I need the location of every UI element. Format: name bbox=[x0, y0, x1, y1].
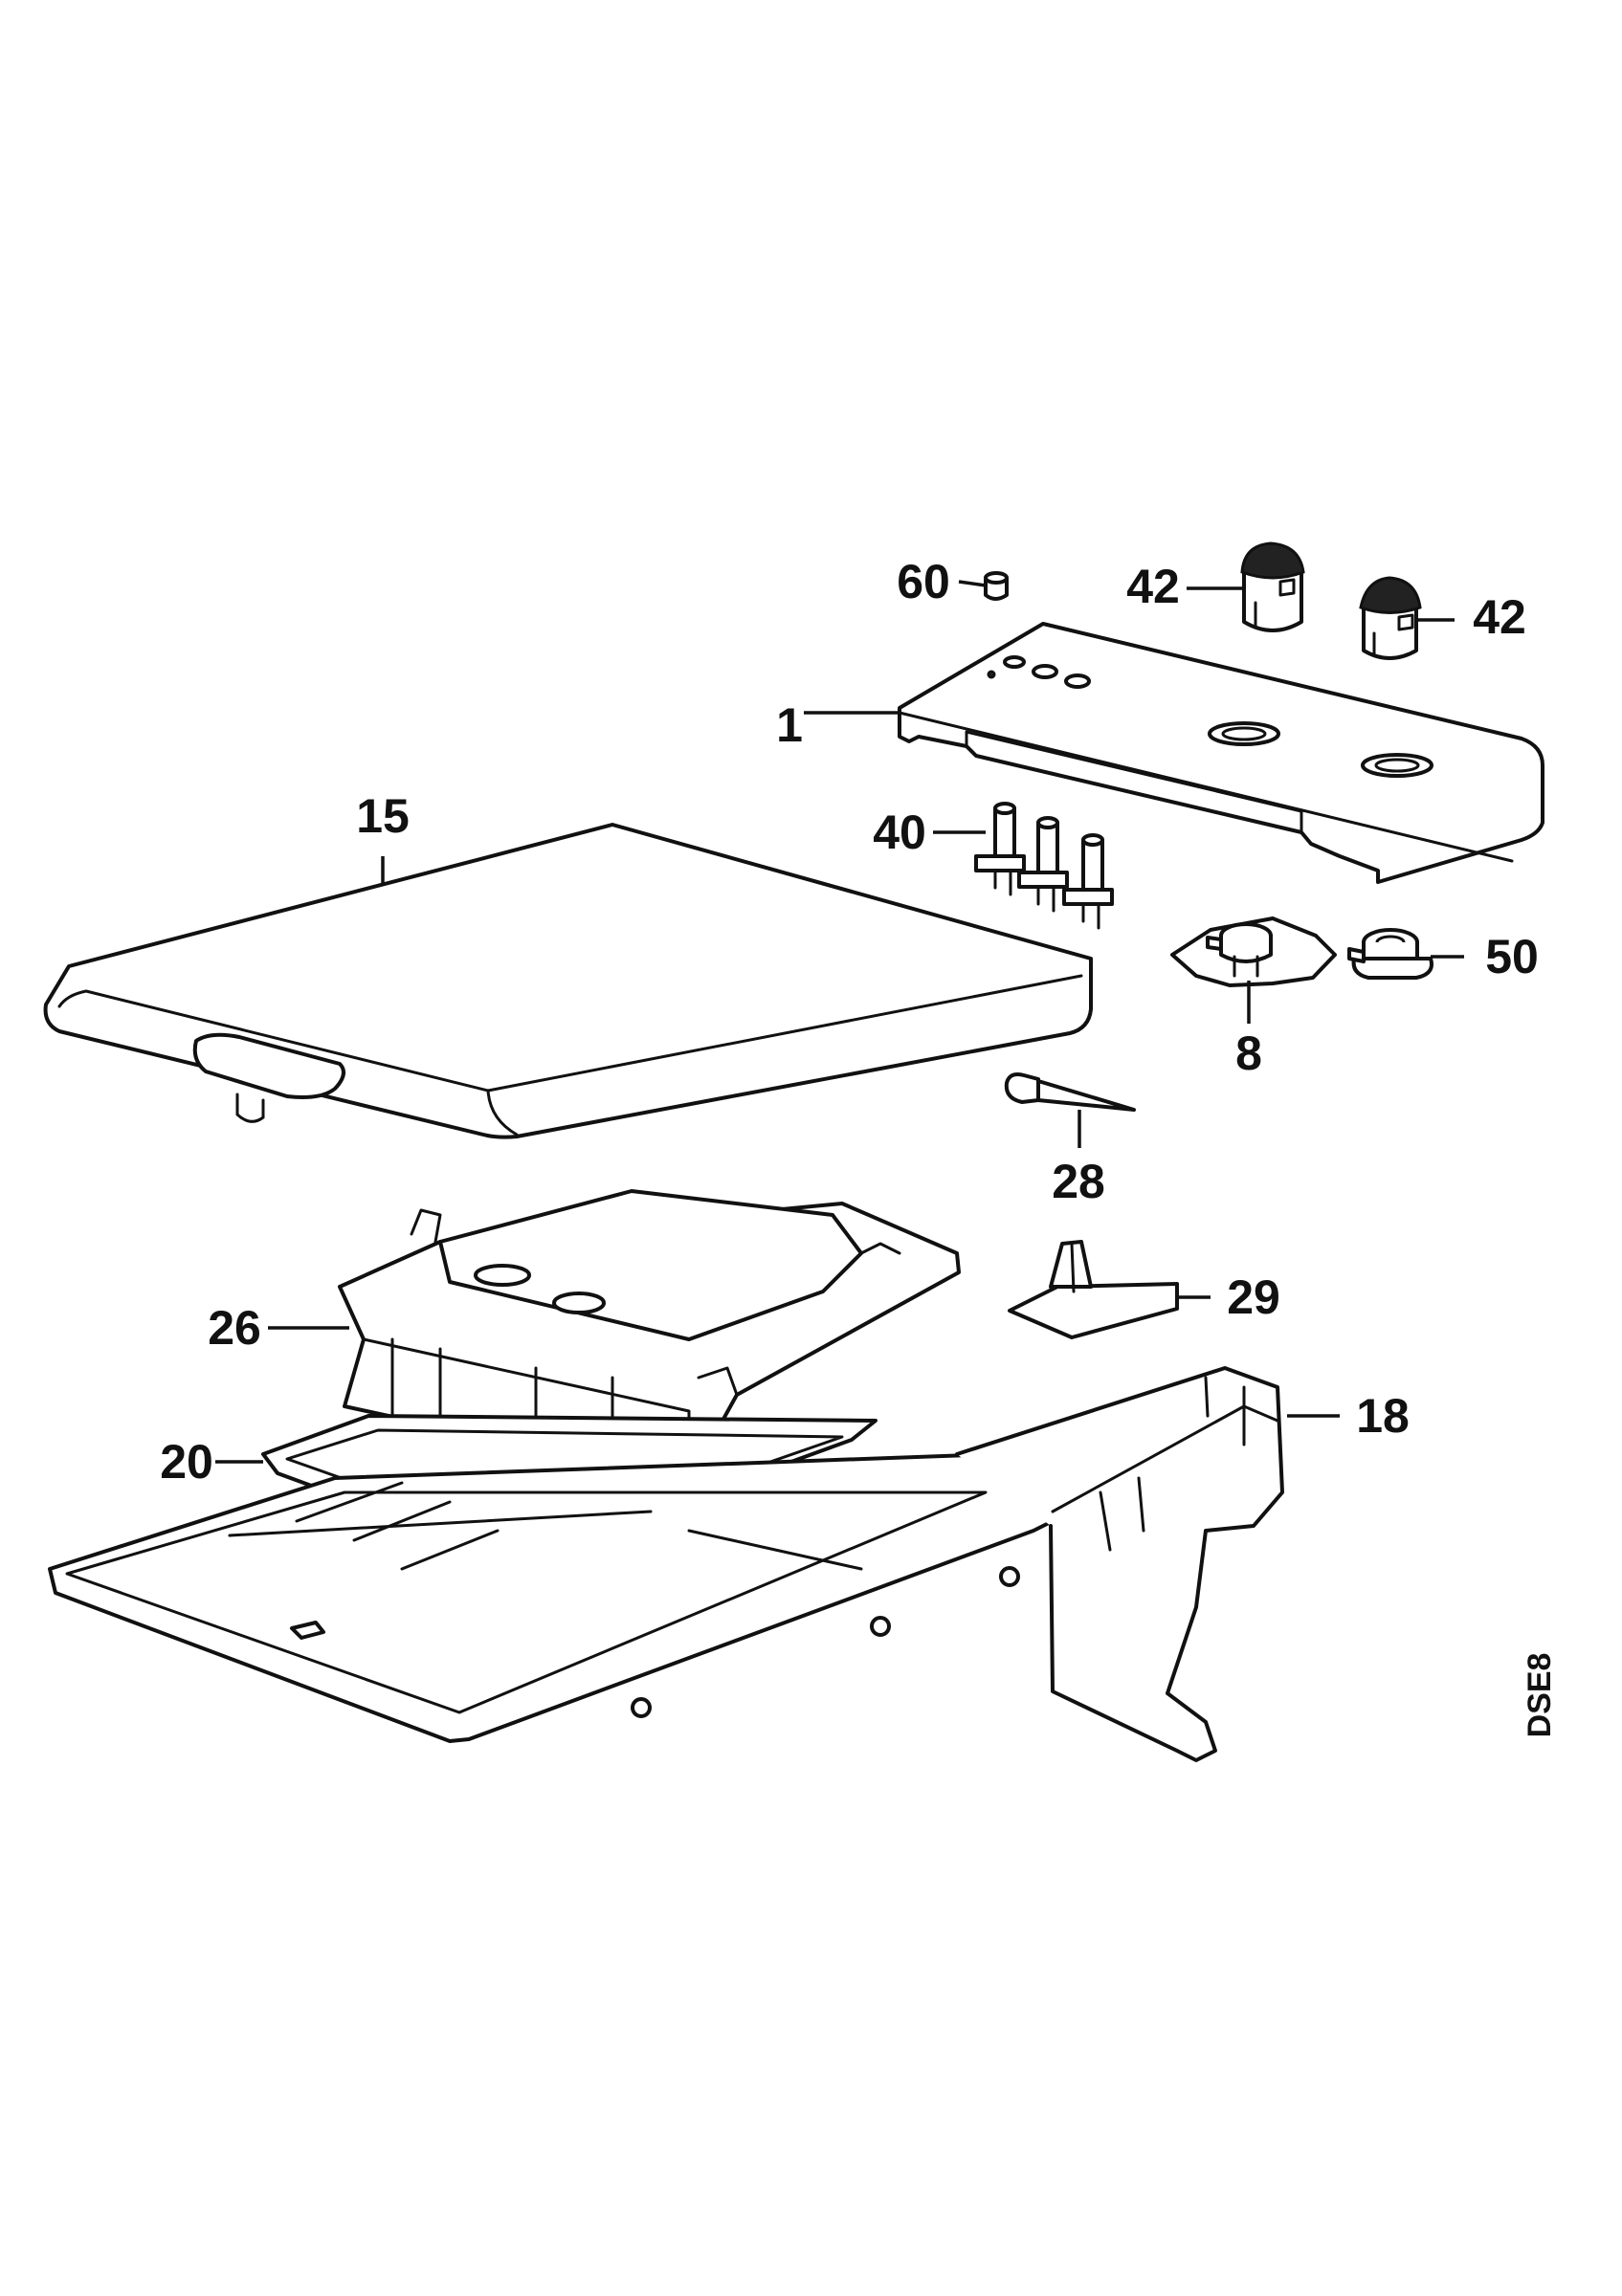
part-60-button bbox=[984, 571, 1009, 601]
callout-42-left: 42 bbox=[1126, 560, 1180, 613]
callout-20: 20 bbox=[160, 1435, 213, 1489]
part-42-knob-right bbox=[1359, 576, 1422, 660]
callout-26: 26 bbox=[208, 1301, 261, 1355]
drawing-code: DSE8 bbox=[1522, 1653, 1558, 1738]
callout-40: 40 bbox=[873, 806, 926, 859]
part-26-detergent-dispenser bbox=[338, 1189, 961, 1483]
callout-29: 29 bbox=[1227, 1270, 1280, 1324]
part-8-valve-plate bbox=[1170, 916, 1337, 987]
callout-labels: 60 42 42 1 15 40 50 8 28 29 26 18 20 DSE… bbox=[160, 555, 1558, 1737]
callout-1: 1 bbox=[776, 698, 803, 752]
part-15-top-lid bbox=[43, 823, 1093, 1139]
callout-42-right: 42 bbox=[1473, 590, 1526, 644]
callout-60: 60 bbox=[897, 555, 950, 608]
callout-18: 18 bbox=[1356, 1389, 1410, 1443]
part-18-base-tray bbox=[48, 1366, 1284, 1762]
part-42-knob-left bbox=[1240, 541, 1305, 632]
callout-8: 8 bbox=[1235, 1027, 1262, 1080]
part-28-pin bbox=[1004, 1072, 1136, 1112]
callout-28: 28 bbox=[1052, 1155, 1105, 1208]
callout-50: 50 bbox=[1485, 930, 1539, 983]
leader-lines bbox=[215, 580, 1464, 1464]
part-29-clip bbox=[1008, 1240, 1179, 1339]
part-40-push-rods bbox=[974, 802, 1114, 930]
part-50-valve bbox=[1347, 928, 1433, 980]
callout-15: 15 bbox=[356, 789, 410, 843]
part-1-control-panel bbox=[898, 622, 1544, 884]
